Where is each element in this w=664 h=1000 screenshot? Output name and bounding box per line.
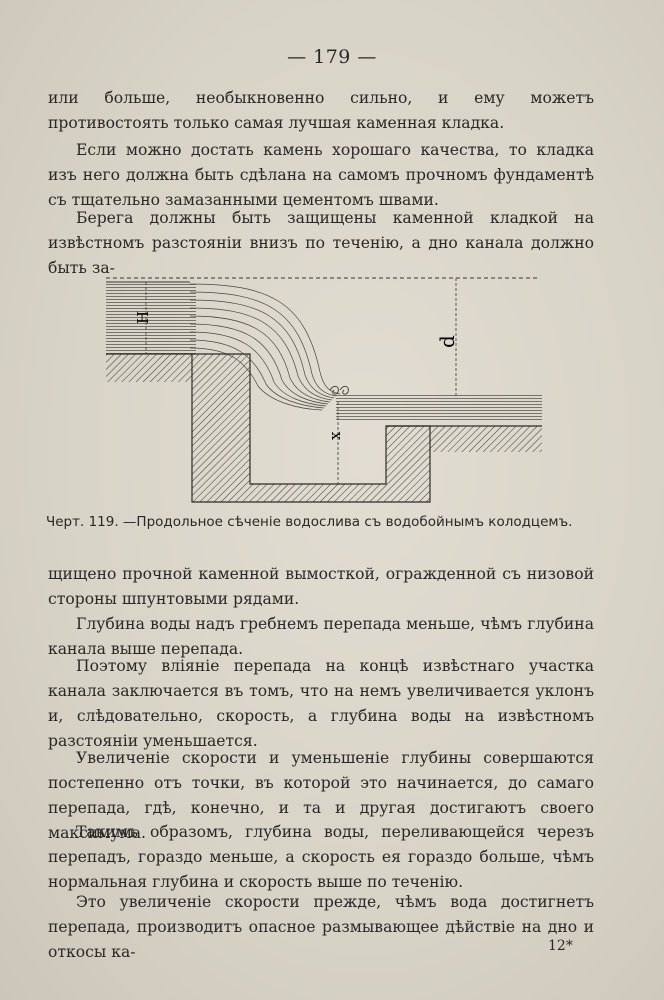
downstream-bed <box>430 426 542 452</box>
upstream-water <box>106 282 196 354</box>
downstream-water <box>336 394 542 420</box>
upstream-bed <box>106 354 192 382</box>
signature-mark: 12* <box>548 938 573 954</box>
label-x: x <box>326 431 344 440</box>
paragraph: Такимъ образомъ, глубина воды, переливаю… <box>48 823 594 891</box>
paragraph: Глубина воды надъ гребнемъ перепада мень… <box>48 615 594 658</box>
overflow-streamlines <box>189 283 341 411</box>
paragraph: Берега должны быть защищены каменной кла… <box>48 209 594 277</box>
paragraph: Увеличеніе скорости и уменьшеніе глубины… <box>48 749 594 842</box>
weir-cross-section-figure: H d x <box>106 277 542 503</box>
label-H: H <box>134 311 152 324</box>
paragraph-continued: щищено прочной каменной вымосткой, ограж… <box>48 565 594 608</box>
paragraph: Поэтому вліяніе перепада на концѣ извѣст… <box>48 657 594 750</box>
figure-caption: Черт. 119. —Продольное сѣченіе водослива… <box>46 514 573 530</box>
paragraph: Это увеличеніе скорости прежде, чѣмъ вод… <box>48 893 594 961</box>
eddy-mark <box>329 385 349 395</box>
label-d: d <box>435 335 459 348</box>
paragraph: Если можно достать камень хорошаго качес… <box>48 141 594 209</box>
paragraph-continued: или больше, необыкновенно сильно, и ему … <box>48 89 594 132</box>
page-number: — 179 — <box>287 46 377 68</box>
weir-masonry <box>191 353 431 503</box>
